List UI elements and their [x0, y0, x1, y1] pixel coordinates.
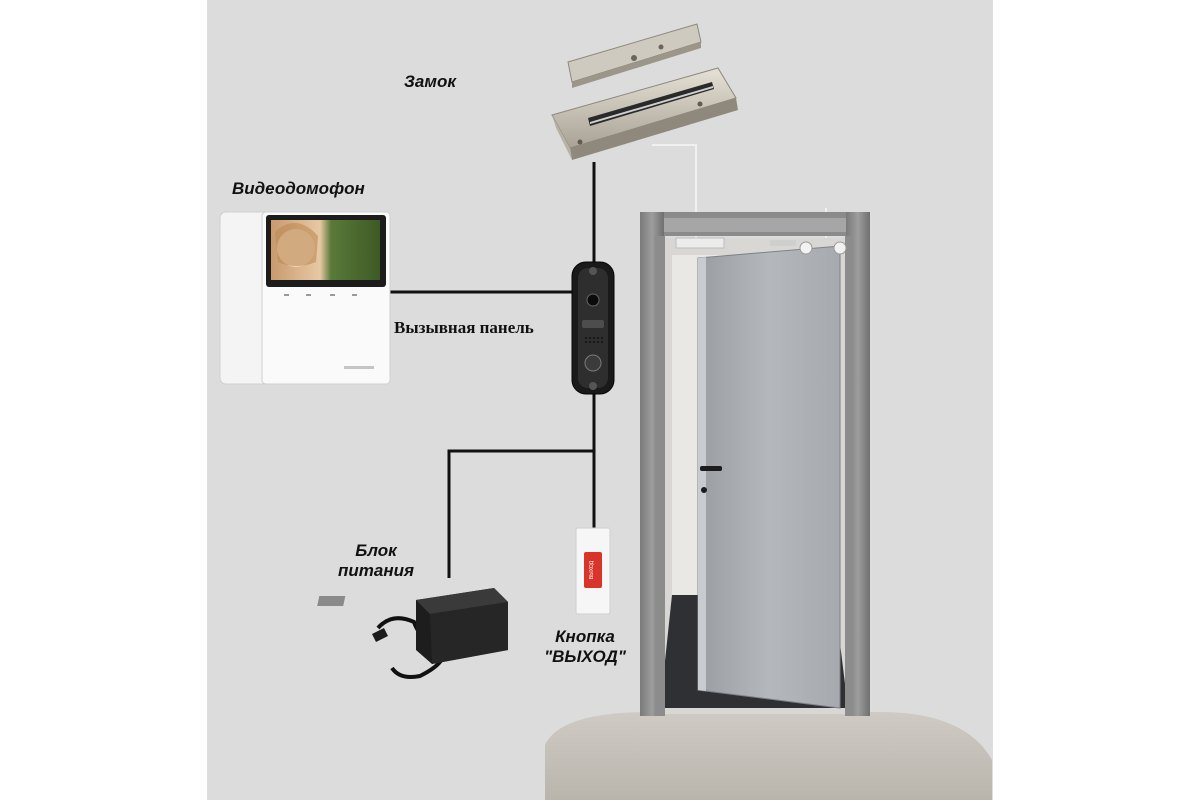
wire-panel-to-power [447, 449, 594, 578]
exit-button-label-line1: Кнопка [555, 627, 615, 646]
door-assembly [640, 212, 870, 716]
exit-button-label-line2: "ВЫХОД" [544, 646, 626, 666]
call-button-icon [584, 354, 602, 372]
power-supply-label-line2: питания [337, 560, 414, 580]
wiring [388, 162, 596, 578]
exit-button-label: Кнопка "ВЫХОД" [530, 627, 640, 666]
exit-button-device: ВЫХОД [575, 527, 611, 615]
video-intercom-monitor [219, 211, 391, 385]
door-handle [700, 466, 722, 471]
call-panel-label: Вызывная панель [394, 318, 534, 337]
monitor-label: Видеодомофон [232, 179, 365, 198]
power-supply [317, 588, 508, 679]
power-supply-label-line1: Блок [355, 541, 397, 560]
camera-icon [586, 293, 600, 307]
exit-button-text: ВЫХОД [589, 560, 595, 579]
lock-label: Замок [404, 72, 456, 91]
call-panel [571, 261, 615, 395]
power-supply-label: Блок питания [326, 541, 426, 580]
floor [545, 712, 992, 800]
magnetic-lock [551, 23, 738, 160]
